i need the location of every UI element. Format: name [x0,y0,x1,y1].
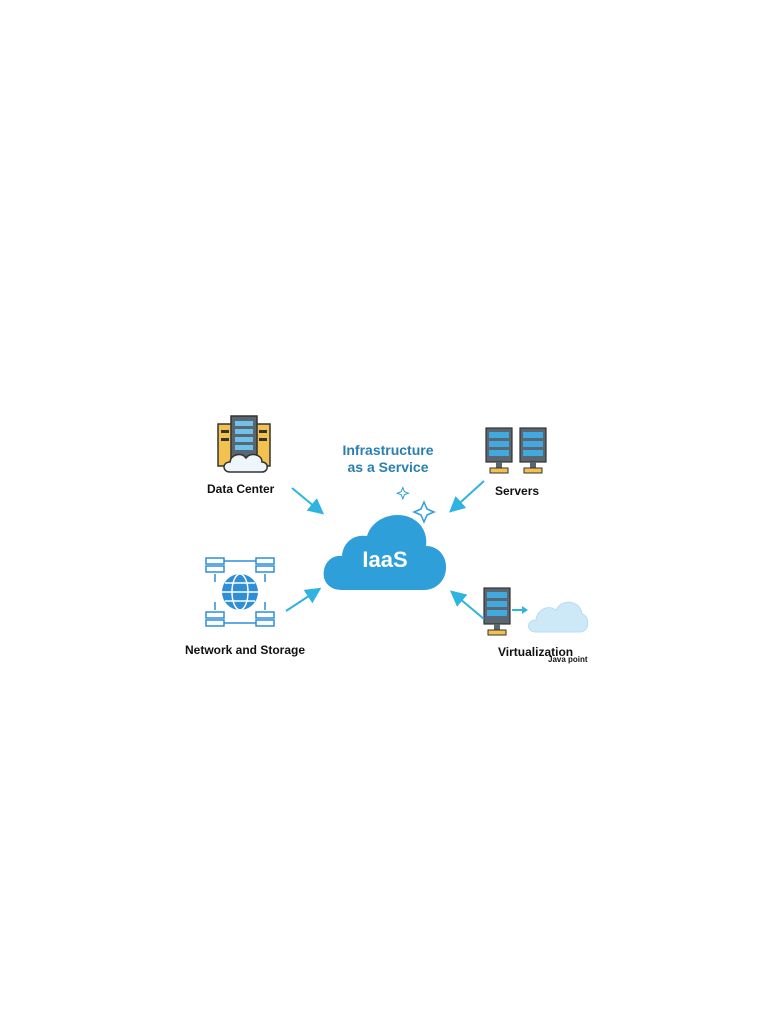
diagram-title: Infrastructure as a Service [318,442,458,476]
arrow-network [285,587,322,612]
sparkle-icon [395,486,436,524]
virtualization-icon [483,587,589,636]
servers-icon [485,427,547,474]
network-storage-icon [205,557,275,627]
servers-label: Servers [495,484,540,498]
arrow-data-center [291,487,325,515]
data-center-label: Data Center [207,482,275,496]
data-center-icon [217,415,271,473]
cloud-icon [323,514,447,590]
arrow-servers [449,480,485,513]
title-line-1: Infrastructure [342,442,434,458]
virtualization-label: Virtualization [498,645,574,659]
network-storage-label: Network and Storage [185,643,306,657]
center-label: IaaS [362,547,408,572]
watermark-logo: Java point [548,655,588,664]
arrow-virtualization [449,590,485,620]
title-line-2: as a Service [347,459,429,475]
